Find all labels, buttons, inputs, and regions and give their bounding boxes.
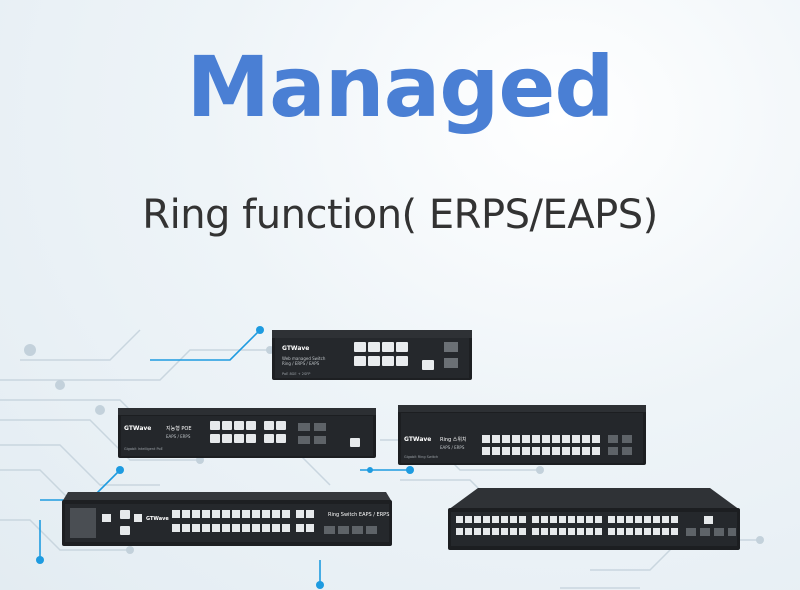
brand-logo: GTWave (124, 425, 151, 432)
footer-label: PoE 8GE + 2SFP (282, 372, 310, 376)
switch-ring-large: GTWave Ring Switch EAPS / ERPS (62, 492, 392, 546)
model-label: 지능형 POE (166, 425, 192, 432)
tagline-label: Ring / ERPS / EAPS (282, 361, 320, 366)
brand-logo: GTWave (282, 345, 309, 352)
footer-label: Gigabit Ring Switch (404, 455, 438, 459)
footer-label: Gigabit Intelligent PoE (124, 447, 163, 451)
brand-logo: GTWave (146, 516, 169, 522)
switch-managed-48 (448, 488, 740, 550)
model-label: Ring Switch EAPS / ERPS (328, 512, 389, 518)
brand-logo: GTWave (404, 436, 431, 443)
model-label: Web managed Switch (282, 356, 326, 361)
tagline-label: EAPS / ERPS (440, 445, 465, 450)
tagline-label: EAPS / ERPS (166, 434, 191, 439)
model-label: Ring 스위치 (440, 436, 467, 443)
switch-poe-16: GTWave 지능형 POE EAPS / ERPS Gigabit Intel… (118, 408, 376, 458)
switch-ring-24: GTWave Ring 스위치 EAPS / ERPS Gigabit Ring… (398, 405, 646, 465)
headline: Managed (186, 38, 615, 136)
switch-small-poe: GTWave Web managed Switch Ring / ERPS / … (272, 330, 472, 380)
subline: Ring function( ERPS/EAPS) (142, 192, 658, 238)
